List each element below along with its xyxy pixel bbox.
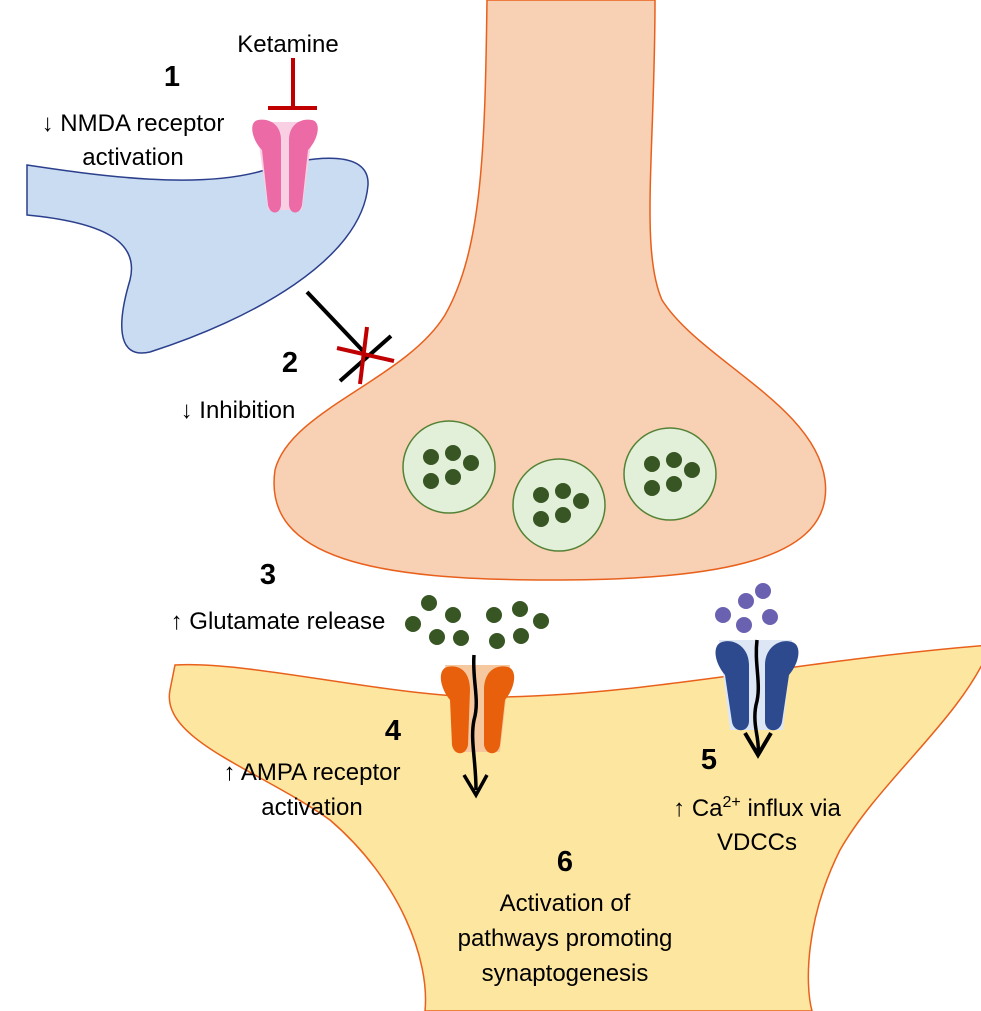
calcium-ion [736, 617, 752, 633]
step-1-line1: ↓ NMDA receptor [42, 110, 225, 137]
step-6-line1: Activation of [500, 890, 631, 917]
vesicle [402, 420, 496, 514]
released-glutamate [405, 595, 549, 649]
glutamate-molecule [684, 462, 700, 478]
step-5-pre: ↑ Ca [673, 795, 723, 822]
calcium-ions [715, 583, 778, 633]
step-1-line2: activation [82, 144, 183, 171]
glutamate-molecule [445, 469, 461, 485]
step-2-number: 2 [282, 347, 298, 379]
glutamate-molecule [423, 473, 439, 489]
glutamate-molecule [421, 595, 437, 611]
ketamine-block-icon [268, 58, 317, 110]
postsynaptic-dendrite [168, 645, 981, 1011]
glutamate-molecule [445, 607, 461, 623]
step-5-line1: ↑ Ca2+ influx via [673, 794, 841, 822]
inhibitory-interneuron [26, 157, 369, 354]
step-6-line2: pathways promoting [458, 925, 673, 952]
ampa-receptor-icon [440, 654, 515, 799]
nmda-receptor-icon [252, 119, 318, 213]
glutamate-molecule [445, 445, 461, 461]
blocked-inhibition-icon [305, 290, 395, 385]
step-3-number: 3 [260, 559, 276, 591]
calcium-ion [762, 609, 778, 625]
glutamate-molecule [555, 483, 571, 499]
glutamate-molecule [429, 629, 445, 645]
step-4-number: 4 [385, 715, 401, 747]
glutamate-molecule [405, 616, 421, 632]
glutamate-molecule [573, 493, 589, 509]
step-5-line2: VDCCs [717, 829, 797, 856]
step-5-post: influx via [741, 795, 842, 822]
glutamate-molecule [463, 455, 479, 471]
vesicle [512, 458, 606, 552]
glutamate-molecule [512, 601, 528, 617]
glutamate-molecule [533, 511, 549, 527]
glutamate-molecule [453, 630, 469, 646]
ketamine-label: Ketamine [237, 31, 338, 58]
glutamate-molecule [533, 613, 549, 629]
step-5-superscript: 2+ [723, 794, 741, 811]
step-3-text: ↑ Glutamate release [171, 608, 386, 635]
step-4-line1: ↑ AMPA receptor [224, 759, 401, 786]
step-6-line3: synaptogenesis [482, 960, 649, 987]
glutamate-molecule [644, 480, 660, 496]
glutamate-molecule [644, 456, 660, 472]
glutamate-molecule [533, 487, 549, 503]
glutamate-molecule [513, 628, 529, 644]
vdcc-channel-icon [715, 639, 799, 759]
step-1-number: 1 [164, 61, 180, 93]
glutamate-molecule [555, 507, 571, 523]
glutamate-molecule [666, 476, 682, 492]
step-5-number: 5 [701, 744, 717, 776]
step-6-number: 6 [557, 846, 573, 878]
step-2-text: ↓ Inhibition [181, 397, 296, 424]
calcium-ion [738, 593, 754, 609]
calcium-ion [755, 583, 771, 599]
calcium-ion [715, 607, 731, 623]
glutamate-molecule [423, 449, 439, 465]
step-4-line2: activation [261, 794, 362, 821]
glutamate-molecule [486, 607, 502, 623]
vesicle [623, 427, 717, 521]
glutamate-molecule [666, 452, 682, 468]
glutamate-molecule [489, 633, 505, 649]
synaptic-vesicles [402, 420, 717, 552]
